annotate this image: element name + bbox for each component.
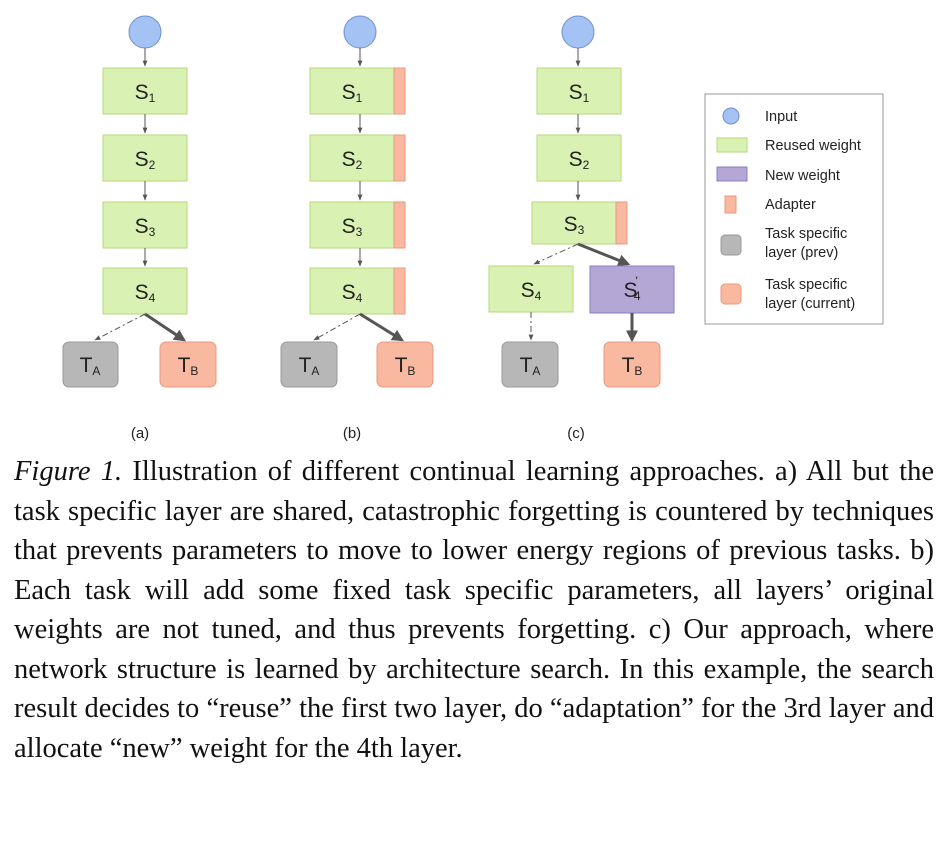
edge-to-s4 [533, 243, 579, 265]
svg-text:TB: TB [622, 354, 643, 378]
task-head-tb [376, 341, 434, 388]
layer-s4 [102, 267, 188, 315]
legend-adapter-swatch [724, 195, 737, 214]
layer-s3-label: S [135, 215, 149, 238]
adapter-s3 [393, 201, 406, 249]
layer-s3 [309, 201, 395, 249]
task-head-ta [62, 341, 119, 388]
svg-text:S'4: S'4 [624, 274, 641, 303]
figure-caption: Figure 1. Illustration of different cont… [14, 452, 934, 768]
adapter-s1 [393, 67, 406, 115]
input-node [128, 15, 162, 49]
caption-text: Illustration of different continual lear… [14, 456, 934, 764]
layer-s3 [531, 201, 617, 245]
legend-reused-swatch [716, 137, 748, 153]
svg-text:S3: S3 [342, 215, 363, 239]
legend-adapter-label: Adapter [765, 197, 816, 213]
task-head-tb [603, 341, 661, 388]
svg-text:S4: S4 [342, 281, 363, 305]
panel-b: S1 S2 S3 S4 TA TB (b) [280, 15, 434, 442]
legend-new-swatch [716, 166, 748, 182]
svg-text:TA: TA [80, 354, 101, 378]
layer-s2 [536, 134, 622, 182]
input-node [343, 15, 377, 49]
edge-to-tb [359, 312, 405, 342]
layer-s3 [102, 201, 188, 249]
legend: Input Reused weight New weight Adapter T… [704, 93, 884, 325]
panel-c-label: (c) [567, 425, 585, 442]
panel-a: S1 S2 S3 S4 TA TB (a) [62, 15, 217, 442]
svg-text:TA: TA [520, 354, 541, 378]
svg-text:TA: TA [299, 354, 320, 378]
svg-text:S2: S2 [135, 148, 156, 172]
adapter-s2 [393, 134, 406, 182]
legend-task-prev-swatch [720, 234, 742, 256]
layer-s1 [536, 67, 622, 115]
layer-s1-label: S [135, 81, 149, 104]
panel-c: S1 S2 S3 S4 S'4 TA TB (c) [488, 15, 675, 442]
legend-input-label: Input [765, 109, 797, 125]
legend-reused-label: Reused weight [765, 138, 861, 154]
continual-learning-diagram: S1 S2 S3 S4 TA TB (a) S1 S2 S3 [62, 15, 884, 442]
legend-new-label: New weight [765, 168, 840, 184]
layer-s4 [309, 267, 395, 315]
layer-s4-new [589, 265, 675, 314]
svg-text:S3: S3 [564, 213, 585, 237]
adapter-s3 [615, 201, 628, 245]
svg-text:TB: TB [178, 354, 199, 378]
svg-text:S2: S2 [342, 148, 363, 172]
svg-text:S2: S2 [569, 148, 590, 172]
adapter-s4 [393, 267, 406, 315]
svg-text:S1: S1 [342, 81, 363, 105]
edge-to-tb [144, 312, 186, 342]
task-head-ta [280, 341, 338, 388]
svg-text:S1: S1 [569, 81, 590, 105]
edge-to-s4-new [577, 242, 631, 267]
task-head-tb [159, 341, 217, 388]
layer-s2 [309, 134, 395, 182]
svg-text:S4: S4 [135, 281, 156, 305]
layer-s4-label: S [135, 281, 149, 304]
task-head-ta [501, 341, 559, 388]
svg-text:TB: TB [395, 354, 416, 378]
svg-text:S3: S3 [135, 215, 156, 239]
panel-b-label: (b) [343, 425, 361, 442]
svg-text:S4: S4 [521, 279, 542, 303]
edge-to-ta [313, 313, 361, 341]
panel-a-label: (a) [131, 425, 149, 442]
legend-task-curr-swatch [720, 283, 742, 305]
legend-input-swatch [722, 107, 740, 125]
figure-label: Figure 1. [14, 456, 123, 487]
layer-s1 [309, 67, 395, 115]
layer-s4 [488, 265, 574, 313]
edge-to-ta [94, 313, 146, 341]
layer-s2-label: S [135, 148, 149, 171]
input-node [561, 15, 595, 49]
svg-text:S1: S1 [135, 81, 156, 105]
